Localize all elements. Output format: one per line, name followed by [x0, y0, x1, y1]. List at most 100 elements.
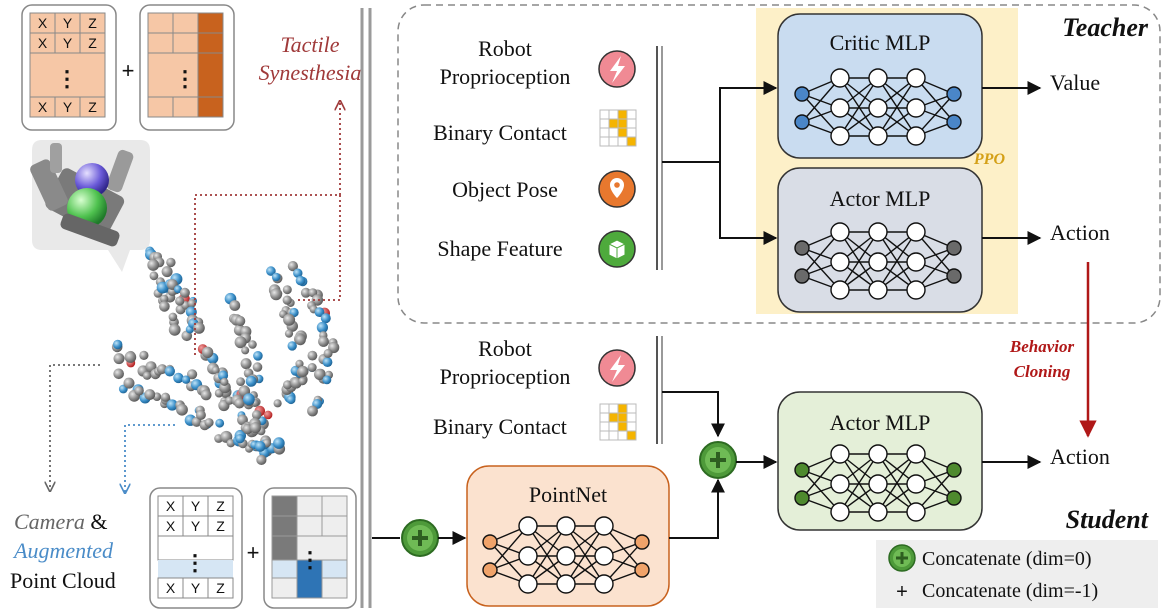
point-sphere [235, 434, 245, 444]
plus-sign: + [122, 58, 135, 83]
nn-node [868, 98, 888, 118]
point-sphere [286, 395, 296, 405]
point-sphere [253, 351, 263, 361]
cell-x: X [38, 35, 48, 51]
point-sphere [298, 377, 307, 386]
point-sphere [283, 313, 296, 326]
concat-dim0-icon [401, 519, 439, 557]
nn-node [830, 280, 850, 300]
critic-label: Critic MLP [830, 30, 931, 55]
nn-node [556, 574, 576, 594]
point-sphere [249, 422, 261, 434]
actor-teacher-label: Actor MLP [830, 186, 931, 211]
point-sphere [124, 351, 137, 363]
student-input-contact: Binary Contact [433, 414, 567, 439]
connector-critic [662, 81, 778, 163]
legend-plus: + [896, 581, 908, 603]
nn-node [906, 252, 926, 272]
point-sphere [307, 405, 318, 417]
teacher-frame [397, 4, 1161, 324]
nn-node [830, 68, 850, 88]
behavior-label-line2: Cloning [1014, 362, 1071, 381]
ellipsis: ⋮ [184, 550, 206, 575]
cell-z: Z [216, 498, 225, 514]
point-sphere [225, 396, 234, 405]
pointnet-label: PointNet [529, 482, 607, 507]
point-sphere [201, 346, 214, 358]
point-sphere [320, 313, 331, 324]
point-sphere [236, 377, 246, 386]
neural-net-icon [482, 516, 650, 594]
nn-node [946, 114, 962, 130]
point-sphere [282, 285, 292, 295]
point-sphere [287, 341, 297, 351]
point-sphere [195, 410, 206, 420]
point-sphere [248, 340, 257, 349]
cell-y: Y [191, 498, 201, 514]
legend: Concatenate (dim=0) + Concatenate (dim=-… [876, 540, 1158, 608]
nn-node [868, 126, 888, 146]
point-sphere [314, 368, 326, 381]
nn-node [634, 562, 650, 578]
point-sphere [256, 454, 267, 465]
point-sphere [193, 322, 205, 334]
proprioception-icon [598, 349, 636, 387]
point-sphere [273, 437, 285, 449]
point-sphere [254, 441, 266, 452]
point-sphere [283, 380, 292, 390]
nn-node [634, 534, 650, 550]
teacher-input-proprio-line1: Robot [478, 36, 532, 61]
nn-node [794, 268, 810, 284]
cell-x: X [166, 498, 176, 514]
point-sphere [295, 334, 306, 346]
nn-node [906, 474, 926, 494]
point-sphere [251, 410, 262, 420]
nn-node [868, 252, 888, 272]
left-panel: X Y Z X Y Z X Y Z ⋮ + ⋮ Ta [10, 4, 361, 609]
camera-label: Camera [14, 509, 85, 534]
nn-node [946, 268, 962, 284]
cell-y: Y [191, 580, 201, 596]
nn-node [868, 68, 888, 88]
nn-node [556, 516, 576, 536]
cell-z: Z [88, 15, 97, 31]
point-sphere [293, 268, 303, 278]
point-sphere [282, 295, 292, 305]
teacher-input-pose: Object Pose [452, 177, 558, 202]
point-sphere [179, 287, 190, 298]
point-sphere [113, 368, 124, 380]
concat-dim0-icon [699, 441, 737, 479]
nn-node [906, 444, 926, 464]
nn-node [868, 280, 888, 300]
teacher-panel: Teacher PPO Robot Proprioception Binary … [397, 4, 1161, 324]
point-sphere [284, 329, 294, 338]
actor-mlp-student-block: Actor MLP [777, 391, 983, 531]
student-panel: Robot Proprioception Binary Contact [372, 336, 1149, 607]
nn-node [946, 462, 962, 478]
nn-node [518, 574, 538, 594]
point-sphere [234, 336, 247, 349]
student-input-proprio-line1: Robot [478, 336, 532, 361]
point-sphere [113, 339, 123, 350]
neural-net-icon [794, 68, 962, 146]
student-title: Student [1066, 505, 1149, 534]
cell-z: Z [216, 580, 225, 596]
tactile-arrow [194, 102, 340, 355]
cell-y: Y [63, 35, 73, 51]
behavior-label-line1: Behavior [1009, 337, 1075, 356]
student-input-proprio-line2: Proprioception [440, 364, 571, 389]
point-sphere [245, 375, 257, 387]
point-sphere [295, 275, 306, 286]
nn-node [868, 474, 888, 494]
point-sphere [200, 389, 212, 401]
nn-node [594, 574, 614, 594]
actor-mlp-teacher-block: Actor MLP [777, 167, 983, 313]
nn-node [830, 502, 850, 522]
nn-node [868, 502, 888, 522]
point-sphere [271, 272, 281, 282]
nn-node [868, 222, 888, 242]
point-sphere [123, 377, 135, 389]
point-sphere [307, 350, 318, 361]
nn-node [830, 98, 850, 118]
point-sphere [240, 358, 252, 370]
